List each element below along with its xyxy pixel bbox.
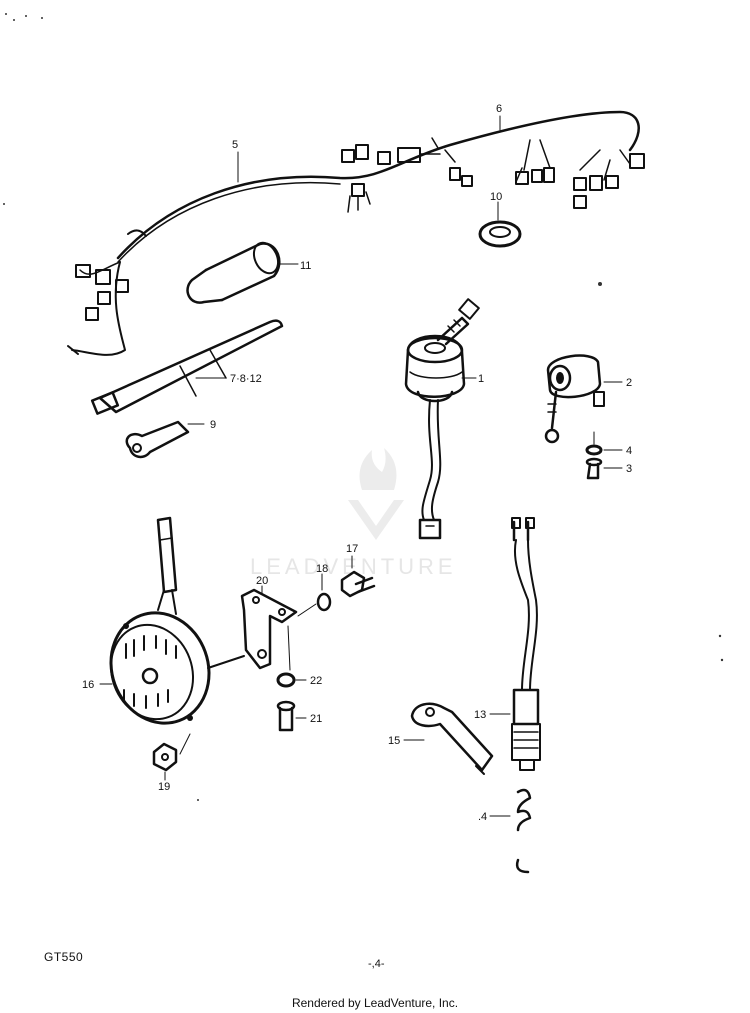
watermark-logo-icon: [348, 448, 404, 540]
switch-spring: [489, 788, 532, 874]
callout-2: 2: [626, 377, 632, 389]
watermark-text: LEADVENTURE: [250, 554, 457, 579]
callout-labels: 5 6 10 11 7·8·12 9 1 2 4 3 17 18 20 16 2…: [82, 103, 632, 823]
steering-lock: [544, 354, 623, 444]
hex-nut: [152, 733, 191, 781]
ignition-switch: [404, 298, 480, 540]
callout-17: 17: [346, 543, 358, 555]
brake-light-switch: [489, 517, 541, 771]
render-credit: Rendered by LeadVenture, Inc.: [291, 996, 459, 1010]
callout-4: 4: [626, 445, 632, 457]
callout-19: 19: [158, 781, 170, 793]
washer-and-screw: [585, 431, 623, 480]
callout-3: 3: [626, 463, 632, 475]
callout-22: 22: [310, 675, 322, 687]
callout-4-spring: .4: [478, 811, 487, 823]
horn-bracket: [240, 585, 298, 671]
wiring-clamp-strap: [90, 319, 284, 415]
callout-18: 18: [316, 563, 328, 575]
rubber-boot: [186, 241, 299, 304]
watermark: LEADVENTURE: [250, 448, 457, 579]
callout-15: 15: [388, 735, 400, 747]
switch-bracket: [403, 702, 494, 775]
bolt-and-washer-lower: [276, 672, 307, 732]
callout-6: 6: [496, 103, 502, 115]
callout-21: 21: [310, 713, 322, 725]
bolt-and-washer: [297, 555, 376, 617]
wiring-harness: [67, 110, 645, 356]
grommet: [478, 201, 522, 248]
horn: [99, 516, 245, 725]
callout-11: 11: [300, 260, 311, 272]
page-number: -,4-: [368, 958, 385, 970]
callout-5: 5: [232, 139, 238, 151]
callout-16: 16: [82, 679, 94, 691]
wire-clamp: [125, 420, 205, 459]
callout-7-8-12: 7·8·12: [230, 373, 262, 385]
callout-13: 13: [474, 709, 486, 721]
callout-9: 9: [210, 419, 216, 431]
model-code: GT550: [44, 950, 84, 964]
callout-10: 10: [490, 191, 502, 203]
callout-20: 20: [256, 575, 268, 587]
callout-1: 1: [478, 373, 484, 385]
scan-specks: [3, 13, 724, 801]
